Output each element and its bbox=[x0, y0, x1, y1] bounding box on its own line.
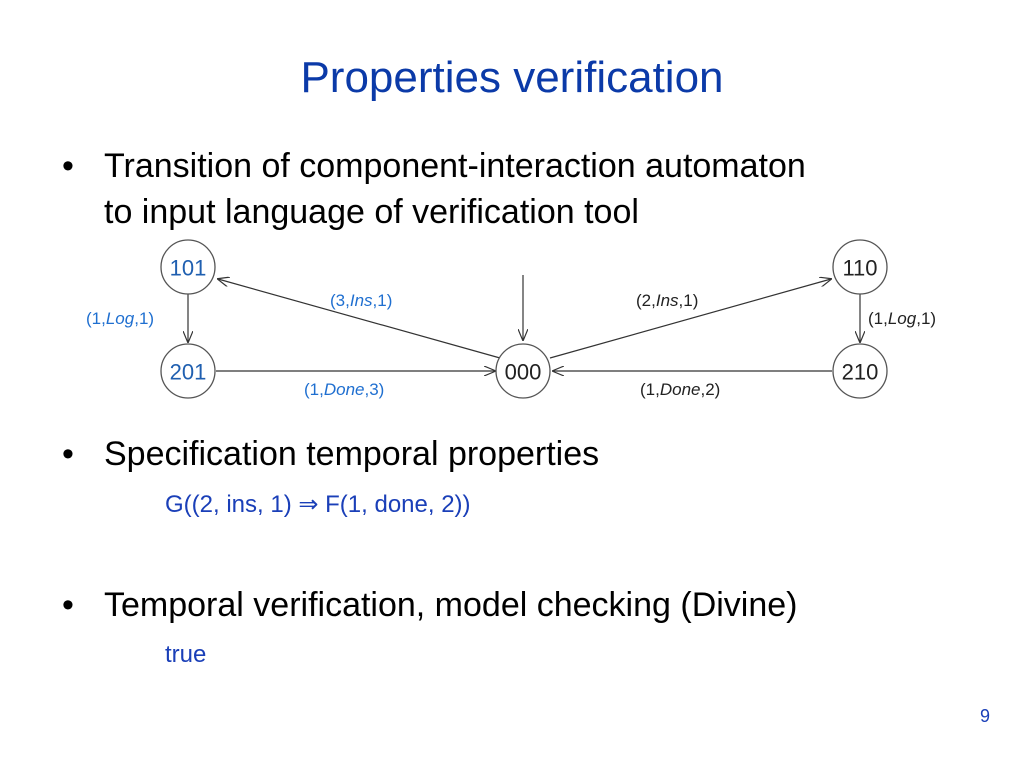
bullet-marker: • bbox=[62, 147, 74, 185]
bullet-verification: • Temporal verification, model checking … bbox=[62, 582, 962, 628]
edge-label-000-110: (2,Ins,1) bbox=[636, 291, 698, 310]
node-000: 000 bbox=[495, 343, 551, 399]
temporal-formula: G((2, ins, 1) ⇒ F(1, done, 2)) bbox=[165, 491, 471, 518]
bullet-marker: • bbox=[62, 435, 74, 473]
node-201: 201 bbox=[160, 343, 216, 399]
node-label-110: 110 bbox=[842, 256, 877, 281]
bullet-specification: • Specification temporal properties bbox=[62, 431, 962, 477]
bullet-text-line2: to input language of verification tool bbox=[104, 193, 639, 231]
bullet-text: Specification temporal properties bbox=[104, 435, 600, 473]
edge-label-110-210: (1,Log,1) bbox=[868, 309, 936, 328]
edge-label-101-201: (1,Log,1) bbox=[86, 309, 154, 328]
edge-label-201-000: (1,Done,3) bbox=[304, 380, 384, 399]
bullet-text: Temporal verification, model checking (D… bbox=[104, 586, 798, 624]
node-label-101: 101 bbox=[170, 256, 207, 281]
verification-result: true bbox=[165, 641, 207, 668]
bullet-marker: • bbox=[62, 586, 74, 624]
edge-label-210-000: (1,Done,2) bbox=[640, 380, 720, 399]
node-110: 110 bbox=[832, 239, 888, 295]
node-label-000: 000 bbox=[505, 360, 542, 385]
node-210: 210 bbox=[832, 343, 888, 399]
slide-title: Properties verification bbox=[300, 53, 724, 102]
node-label-201: 201 bbox=[170, 360, 207, 385]
edge-label-000-101: (3,Ins,1) bbox=[330, 291, 392, 310]
node-label-210: 210 bbox=[842, 360, 879, 385]
edge-000-101 bbox=[218, 279, 501, 359]
edge-000-110 bbox=[549, 279, 831, 359]
page-number: 9 bbox=[979, 706, 990, 726]
node-101: 101 bbox=[160, 239, 216, 295]
bullet-text-line1: Transition of component-interaction auto… bbox=[104, 147, 806, 185]
bullet-transition: • Transition of component-interaction au… bbox=[62, 143, 962, 235]
